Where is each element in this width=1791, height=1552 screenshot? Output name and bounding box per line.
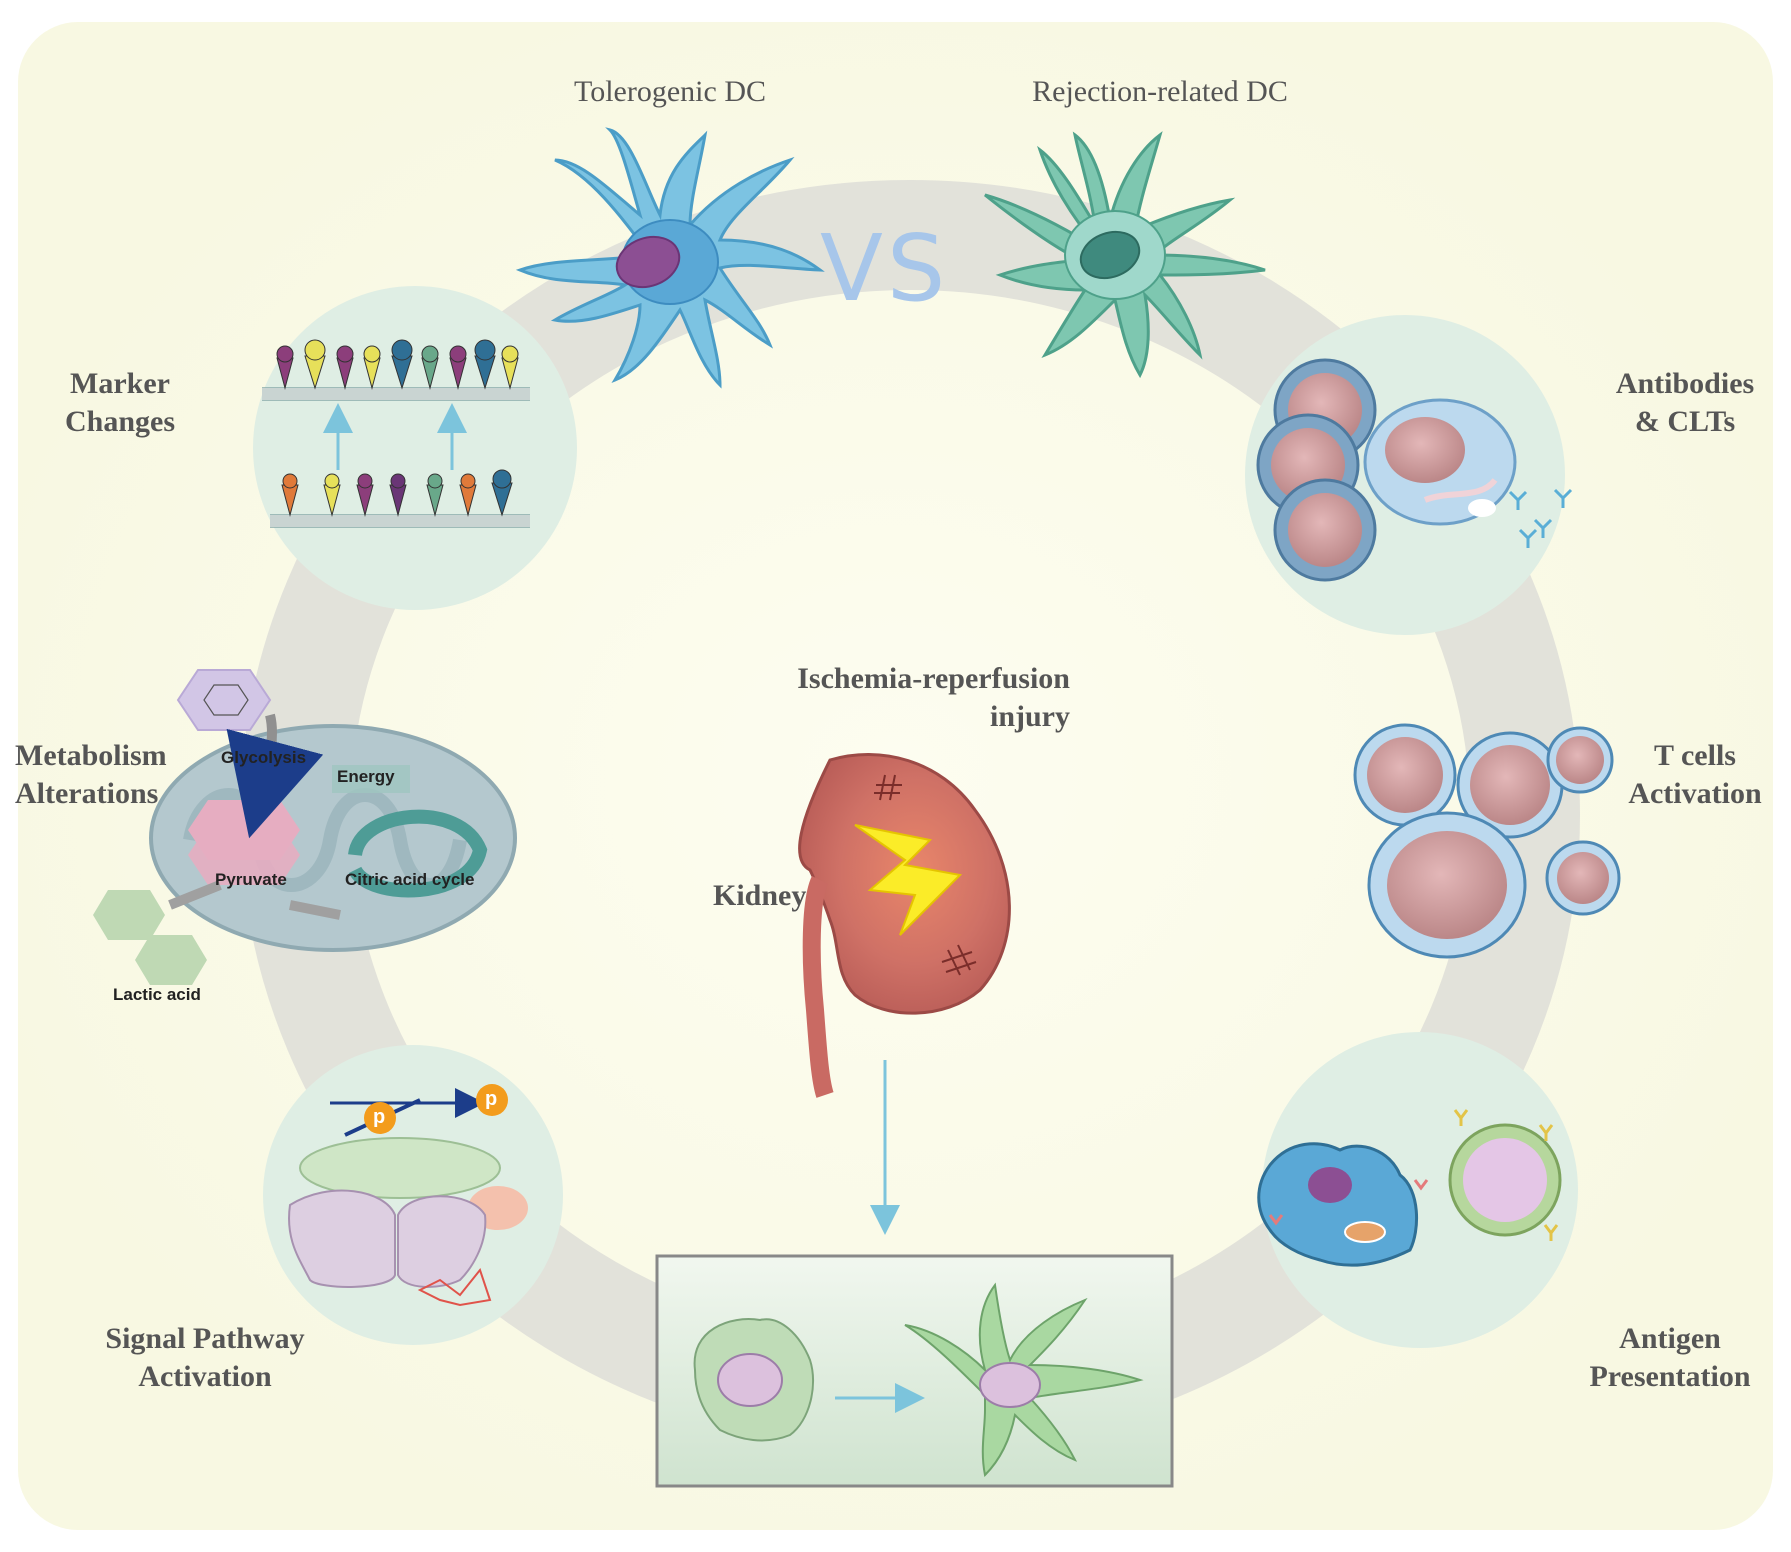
t-cells-label: T cells Activation <box>1628 739 1762 810</box>
t-cells-panel <box>1353 723 1621 959</box>
phospho-p-1: p <box>373 1106 386 1128</box>
glycolysis-label: Glycolysis <box>221 748 307 767</box>
signal-pathway-panel <box>263 1045 563 1345</box>
tolerogenic-dc-cell <box>515 127 825 389</box>
phospho-p-2: p <box>485 1088 498 1110</box>
marker-changes-label: Marker Changes <box>64 367 176 438</box>
pyruvate-label: Pyruvate <box>215 870 287 889</box>
kidney-label: Kidney <box>713 879 807 912</box>
marker-changes-panel <box>253 286 577 610</box>
kidney-illustration <box>798 753 1011 1098</box>
rejection-dc-label: Rejection-related DC <box>1032 75 1288 108</box>
energy-label: Energy <box>337 767 395 786</box>
citric-acid-cycle-label: Citric acid cycle <box>345 870 475 889</box>
dc-transition-box <box>655 1254 1174 1488</box>
antibodies-label: Antibodies & CLTs <box>1615 367 1755 438</box>
rejection-dc-cell <box>984 131 1266 379</box>
lactic-acid-label: Lactic acid <box>113 985 201 1004</box>
metabolism-panel <box>93 669 517 985</box>
iri-label: Ischemia-reperfusion injury <box>797 662 1070 733</box>
metabolism-label: Metabolism Alterations <box>15 739 167 810</box>
antigen-presentation-panel <box>1257 1032 1578 1348</box>
antibodies-panel <box>1245 315 1573 635</box>
tolerogenic-dc-label: Tolerogenic DC <box>573 75 766 108</box>
vs-label: VS <box>820 215 950 322</box>
signal-pathway-label: Signal Pathway Activation <box>105 1322 305 1393</box>
antigen-presentation-label: Antigen Presentation <box>1589 1322 1751 1393</box>
